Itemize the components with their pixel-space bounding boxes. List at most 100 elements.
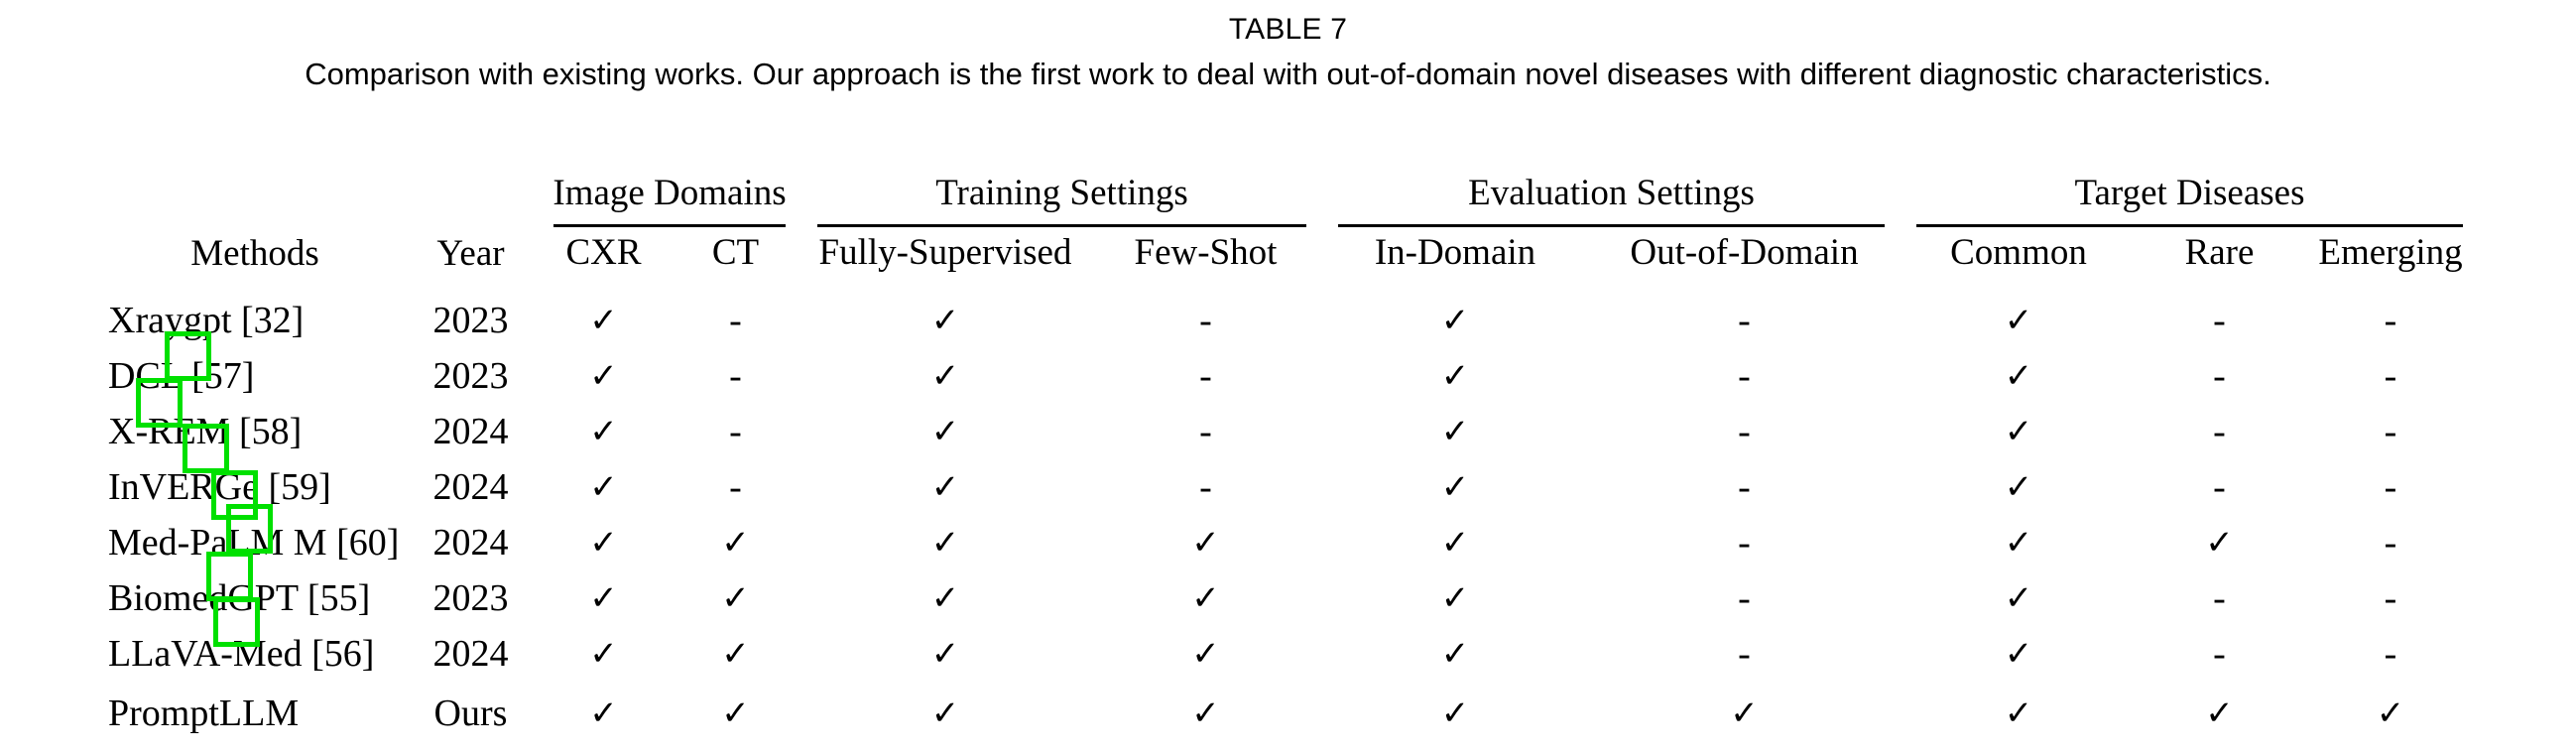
cell-rare: - — [2137, 293, 2302, 348]
check-icon: ✓ — [2004, 695, 2033, 732]
row-spacer — [106, 279, 2479, 293]
cell-fully-supervised: ✓ — [801, 682, 1089, 745]
dash-mark: - — [1738, 300, 1751, 341]
cell-in-domain: ✓ — [1322, 404, 1588, 459]
cell-rare: - — [2137, 404, 2302, 459]
check-icon: ✓ — [589, 525, 618, 562]
table-row: Med-PaLM M [60]2024✓✓✓✓✓-✓✓- — [106, 515, 2479, 570]
cell-out-of-domain: - — [1588, 404, 1901, 459]
cell-ct: - — [670, 348, 801, 404]
cell-method: Med-PaLM M [60] — [108, 522, 400, 564]
cell-emerging: - — [2302, 404, 2479, 459]
cell-out-of-domain: - — [1588, 348, 1901, 404]
check-icon: ✓ — [1440, 358, 1470, 395]
cell-cxr: ✓ — [538, 348, 670, 404]
check-icon: ✓ — [589, 636, 618, 673]
cell-common: ✓ — [1901, 348, 2137, 404]
dash-mark: - — [1738, 355, 1751, 397]
table-number: TABLE 7 — [1228, 13, 1348, 46]
cell-emerging: - — [2302, 348, 2479, 404]
cell-in-domain: ✓ — [1322, 682, 1588, 745]
cell-in-domain: ✓ — [1322, 626, 1588, 682]
check-icon: ✓ — [930, 414, 960, 450]
cell-fully-supervised: ✓ — [801, 404, 1089, 459]
cell-rare: - — [2137, 626, 2302, 682]
table-row: InVERGe [59]2024✓-✓-✓-✓-- — [106, 459, 2479, 515]
dash-mark: - — [2213, 633, 2226, 675]
table-row: X-REM [58]2024✓-✓-✓-✓-- — [106, 404, 2479, 459]
cell-in-domain: ✓ — [1322, 293, 1588, 348]
cell-ct: ✓ — [670, 515, 801, 570]
cell-cxr: ✓ — [538, 459, 670, 515]
group-label-evaluation-settings: Evaluation Settings — [1468, 173, 1755, 213]
cell-few-shot: - — [1089, 348, 1322, 404]
check-icon: ✓ — [589, 303, 618, 339]
subheader-emerging: Emerging — [2318, 232, 2463, 273]
cell-rare: - — [2137, 459, 2302, 515]
subheader-in-domain: In-Domain — [1374, 232, 1536, 273]
check-icon: ✓ — [2004, 636, 2033, 673]
table-row: LLaVA-Med [56]2024✓✓✓✓✓-✓-- — [106, 626, 2479, 682]
cell-rare: ✓ — [2137, 515, 2302, 570]
cell-method: PromptLLM — [108, 692, 300, 734]
dash-mark: - — [2384, 633, 2397, 675]
check-icon: ✓ — [1440, 469, 1470, 506]
cell-ct: - — [670, 459, 801, 515]
cell-ct: ✓ — [670, 570, 801, 626]
check-icon: ✓ — [2004, 414, 2033, 450]
dash-mark: - — [2213, 466, 2226, 508]
header-methods: Methods — [190, 233, 319, 274]
cell-few-shot: ✓ — [1089, 626, 1322, 682]
cell-year: 2023 — [432, 355, 509, 397]
group-label-target-diseases: Target Diseases — [2074, 173, 2305, 213]
table-row: Xraygpt [32]2023✓-✓-✓-✓-- — [106, 293, 2479, 348]
check-icon: ✓ — [2004, 580, 2033, 617]
cell-rare: - — [2137, 348, 2302, 404]
cell-emerging: - — [2302, 515, 2479, 570]
cell-few-shot: - — [1089, 404, 1322, 459]
cell-year: Ours — [433, 692, 508, 734]
check-icon: ✓ — [2004, 303, 2033, 339]
dash-mark: - — [2213, 577, 2226, 619]
cell-common: ✓ — [1901, 515, 2137, 570]
cell-method: DCL [57] — [108, 355, 255, 397]
cell-out-of-domain: - — [1588, 570, 1901, 626]
dash-mark: - — [729, 411, 742, 452]
cell-out-of-domain: - — [1588, 293, 1901, 348]
check-icon: ✓ — [1440, 636, 1470, 673]
cell-few-shot: - — [1089, 459, 1322, 515]
cell-few-shot: - — [1089, 293, 1322, 348]
cell-method: X-REM [58] — [108, 411, 303, 452]
subheader-out-of-domain: Out-of-Domain — [1630, 232, 1859, 273]
cell-year: 2024 — [432, 411, 509, 452]
check-icon: ✓ — [1191, 525, 1220, 562]
check-icon: ✓ — [721, 580, 750, 617]
check-icon: ✓ — [930, 525, 960, 562]
check-icon: ✓ — [2205, 525, 2234, 562]
cell-emerging: - — [2302, 293, 2479, 348]
dash-mark: - — [2384, 355, 2397, 397]
cell-emerging: - — [2302, 459, 2479, 515]
dash-mark: - — [1199, 466, 1212, 508]
dash-mark: - — [2384, 300, 2397, 341]
cell-out-of-domain: - — [1588, 515, 1901, 570]
check-icon: ✓ — [930, 580, 960, 617]
check-icon: ✓ — [930, 358, 960, 395]
check-icon: ✓ — [2205, 695, 2234, 732]
check-icon: ✓ — [930, 636, 960, 673]
dash-mark: - — [1738, 522, 1751, 564]
cell-few-shot: ✓ — [1089, 570, 1322, 626]
table-body: Xraygpt [32]2023✓-✓-✓-✓--DCL [57]2023✓-✓… — [106, 293, 2479, 682]
cell-in-domain: ✓ — [1322, 459, 1588, 515]
table-row: BiomedGPT [55]2023✓✓✓✓✓-✓-- — [106, 570, 2479, 626]
check-icon: ✓ — [721, 695, 750, 732]
group-header-row: Methods Year Image Domains Training Sett… — [106, 169, 2479, 274]
group-header-target-diseases: Target Diseases — [1901, 169, 2479, 227]
table-caption-text: Comparison with existing works. Our appr… — [305, 57, 2271, 91]
cell-ct: - — [670, 404, 801, 459]
group-underline — [1338, 224, 1885, 227]
check-icon: ✓ — [589, 358, 618, 395]
cell-year: 2024 — [432, 522, 509, 564]
check-icon: ✓ — [721, 525, 750, 562]
cell-out-of-domain: ✓ — [1588, 682, 1901, 745]
